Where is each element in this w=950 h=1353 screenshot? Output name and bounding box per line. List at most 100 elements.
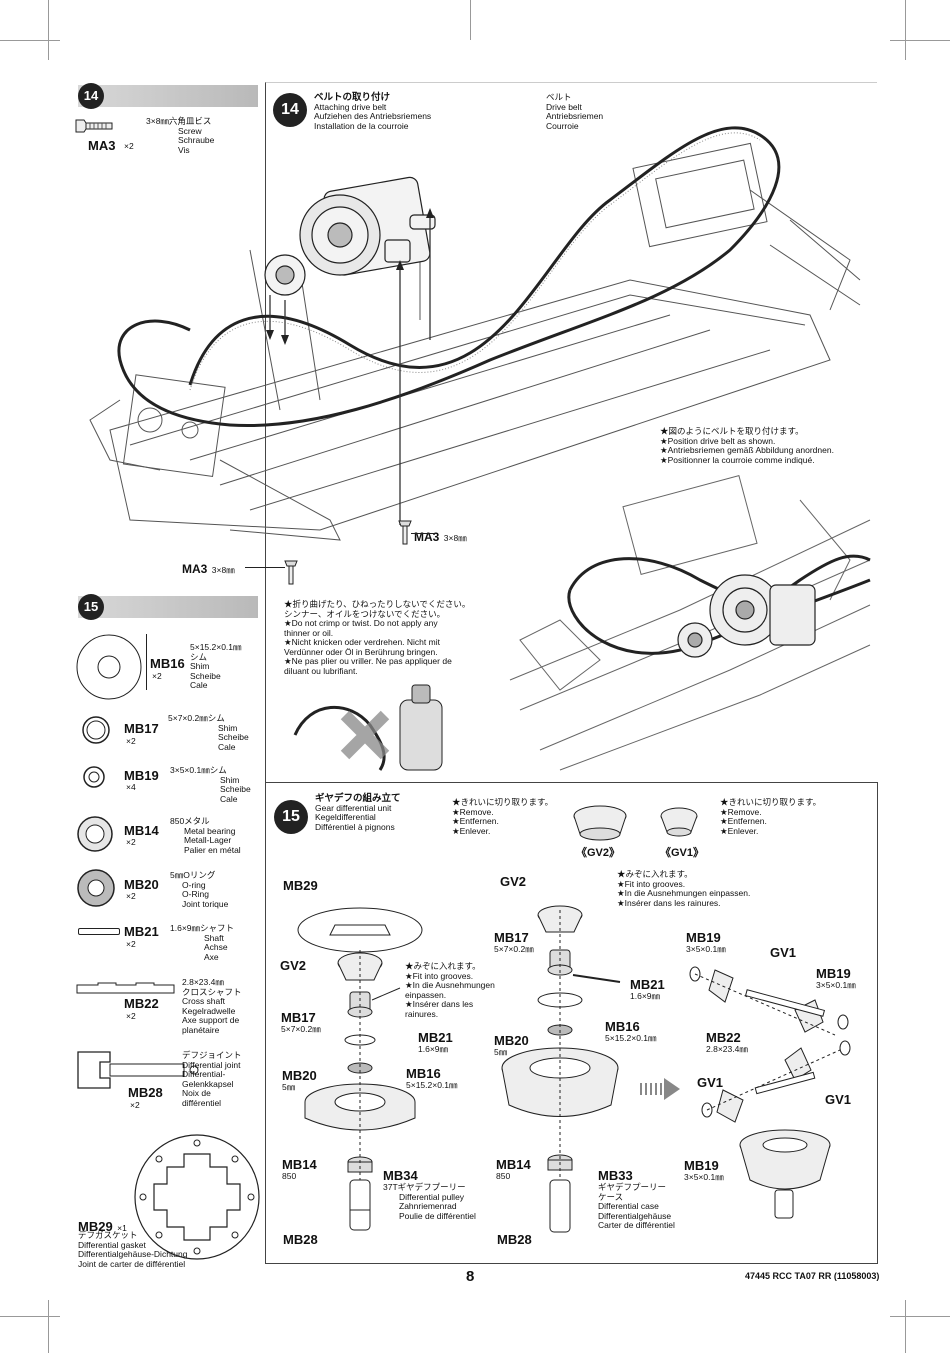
mb17-qty: ×2 (126, 736, 136, 746)
gv2-sprue-gear-icon (573, 805, 627, 841)
col2-mb21-label: MB21 1.6×9㎜ (630, 977, 665, 1001)
col3-mb19-right-label: MB19 3×5×0.1㎜ (816, 966, 856, 990)
screw-callout-b: MA3 3×8㎜ (182, 562, 235, 576)
col1-mb14-label: MB14 850 (282, 1157, 317, 1181)
col1-mb17-label: MB17 5×7×0.2㎜ (281, 1010, 321, 1034)
mb16-desc: 5×15.2×0.1㎜ シム Shim Scheibe Cale (190, 642, 242, 690)
crop-mark (470, 0, 471, 40)
remove-note-left: ★きれいに切り取ります。 ★Remove. ★Entfernen. ★Enlev… (452, 797, 554, 836)
col1-mb29-label: MB29 (283, 878, 318, 893)
mb19-code: MB19 (124, 768, 159, 783)
belt-caution-note: ★折り曲げたり、ひねったりしないでください。 シンナー、オイルをつけないでくださ… (284, 599, 471, 676)
col3-gv1-left-label: GV1 (697, 1075, 724, 1090)
col3-mb19-top-label: MB19 3×5×0.1㎜ (686, 930, 726, 954)
mb17-desc: 5×7×0.2㎜シム Shim Scheibe Cale (168, 713, 249, 752)
step14-header-bar (78, 85, 258, 107)
mb14-desc: 850メタル Metal bearing Metall-Lager Palier… (170, 816, 241, 855)
step14-sidebar-part-code: MA3 (88, 138, 116, 153)
mb21-qty: ×2 (126, 939, 136, 949)
mb21-code: MB21 (124, 924, 159, 939)
col3-mb22-label: MB22 2.8×23.4㎜ (706, 1030, 748, 1054)
crop-mark (905, 1300, 906, 1353)
col2-mb17-label: MB17 5×7×0.2㎜ (494, 930, 534, 954)
col2-mb28-label: MB28 (497, 1232, 532, 1247)
divider-line (146, 634, 147, 690)
mb22-desc: 2.8×23.4㎜ クロスシャフト Cross shaft Kegelradwe… (182, 977, 242, 1035)
mb16-shim-icon (76, 634, 142, 700)
col1-mb28-label: MB28 (283, 1232, 318, 1247)
crop-mark (0, 1316, 60, 1317)
step14-note: ★図のようにベルトを取り付けます。 ★Position drive belt a… (660, 426, 834, 465)
col1-mb34-label: MB34 37Tギヤデフプーリー Differential pulley Zah… (383, 1168, 476, 1221)
crop-mark (48, 0, 49, 60)
step15-header-bar (78, 596, 258, 618)
arrow-right-icon (640, 1078, 680, 1100)
mb28-differential-joint-icon (77, 1051, 199, 1089)
gv1-sprue-gear-icon (660, 807, 698, 837)
mb20-o-ring-icon (77, 869, 115, 907)
mb29-differential-gasket-icon (134, 1134, 260, 1260)
step15-frame-badge: 15 (274, 800, 308, 834)
crop-mark (905, 0, 906, 60)
step14-header-text: ベルトの取り付け Attaching drive belt Aufziehen … (314, 92, 432, 131)
mb28-desc: デフジョイント Differential joint Differential-… (182, 1050, 242, 1108)
col2-mb20-label: MB20 5㎜ (494, 1033, 529, 1057)
step14-number-badge: 14 (78, 83, 104, 109)
fit-grooves-note-left: ★みぞに入れます。 ★Fit into grooves. ★In die Aus… (405, 961, 495, 1019)
crop-mark (890, 1316, 950, 1317)
leader-line (411, 533, 436, 534)
mb29-label: MB29 ×1 (78, 1219, 127, 1234)
mb28-code: MB28 (128, 1085, 163, 1100)
mb20-desc: 5㎜Oリング O-ring O-Ring Joint torique (170, 870, 229, 909)
mb22-code: MB22 (124, 996, 159, 1011)
mb16-qty: ×2 (152, 671, 162, 681)
step14-sidebar-desc: 3×8㎜六角皿ビス Screw Schraube Vis (146, 116, 215, 155)
gv1-tag: 《GV1》 (660, 847, 705, 859)
no-crimp-no-oil-illustration (293, 684, 443, 771)
ma3-screw-icon (398, 520, 412, 545)
step14-frame (265, 82, 877, 783)
step15-header-text: ギヤデフの組み立て Gear differential unit Kegeldi… (315, 793, 401, 832)
mb17-shim-icon (82, 716, 110, 744)
document-code: 47445 RCC TA07 RR (11058003) (745, 1271, 880, 1281)
col1-mb20-label: MB20 5㎜ (282, 1068, 317, 1092)
col2-gv2-label: GV2 (500, 874, 527, 889)
col1-mb21-label: MB21 1.6×9㎜ (418, 1030, 453, 1054)
diff-case-exploded-illustration (501, 905, 621, 1233)
diff-pulley-exploded-illustration (297, 907, 423, 1231)
remove-note-right: ★きれいに切り取ります。 ★Remove. ★Entfernen. ★Enlev… (720, 797, 822, 836)
col1-gv2-label: GV2 (280, 958, 307, 973)
ma3-screw-icon (284, 560, 298, 585)
col3-mb19-bottom-label: MB19 3×5×0.1㎜ (684, 1158, 724, 1182)
drive-belt-label: ベルト Drive belt Antriebsriemen Courroie (546, 92, 604, 131)
mb29-desc: デフガスケット Differential gasket Differential… (78, 1230, 188, 1269)
mb14-qty: ×2 (126, 837, 136, 847)
crop-mark (0, 40, 60, 41)
page-number: 8 (466, 1268, 475, 1285)
mb19-qty: ×4 (126, 782, 136, 792)
mb21-desc: 1.6×9㎜シャフト Shaft Achse Axe (170, 923, 235, 962)
mb21-shaft-icon (78, 928, 120, 935)
step15-number-badge: 15 (78, 594, 104, 620)
mb22-cross-shaft-icon (76, 982, 175, 994)
mb22-qty: ×2 (126, 1011, 136, 1021)
crop-mark (48, 1300, 49, 1353)
chassis-belt-illustration (89, 126, 861, 541)
col2-mb16-label: MB16 5×15.2×0.1㎜ (605, 1019, 657, 1043)
leader-line (245, 567, 285, 568)
step15-frame (265, 782, 878, 1264)
mb19-desc: 3×5×0.1㎜シム Shim Scheibe Cale (170, 765, 251, 804)
gv2-tag: 《GV2》 (576, 847, 621, 859)
mb20-qty: ×2 (126, 891, 136, 901)
belt-position-detail-illustration (509, 475, 871, 771)
fit-grooves-note-top: ★みぞに入れます。 ★Fit into grooves. ★In die Aus… (617, 869, 751, 908)
mb14-bearing-icon (77, 816, 113, 852)
crop-mark (890, 40, 950, 41)
screw-callout-a: MA3 3×8㎜ (414, 530, 467, 544)
mb19-shim-icon (83, 766, 105, 788)
col1-mb16-label: MB16 5×15.2×0.1㎜ (406, 1066, 458, 1090)
step14-sidebar-qty: ×2 (124, 141, 134, 151)
col2-mb14-label: MB14 850 (496, 1157, 531, 1181)
col2-mb33-label: MB33 ギヤデフプーリー ケース Differential case Diff… (598, 1168, 675, 1230)
col3-gv1-right-label: GV1 (825, 1092, 852, 1107)
